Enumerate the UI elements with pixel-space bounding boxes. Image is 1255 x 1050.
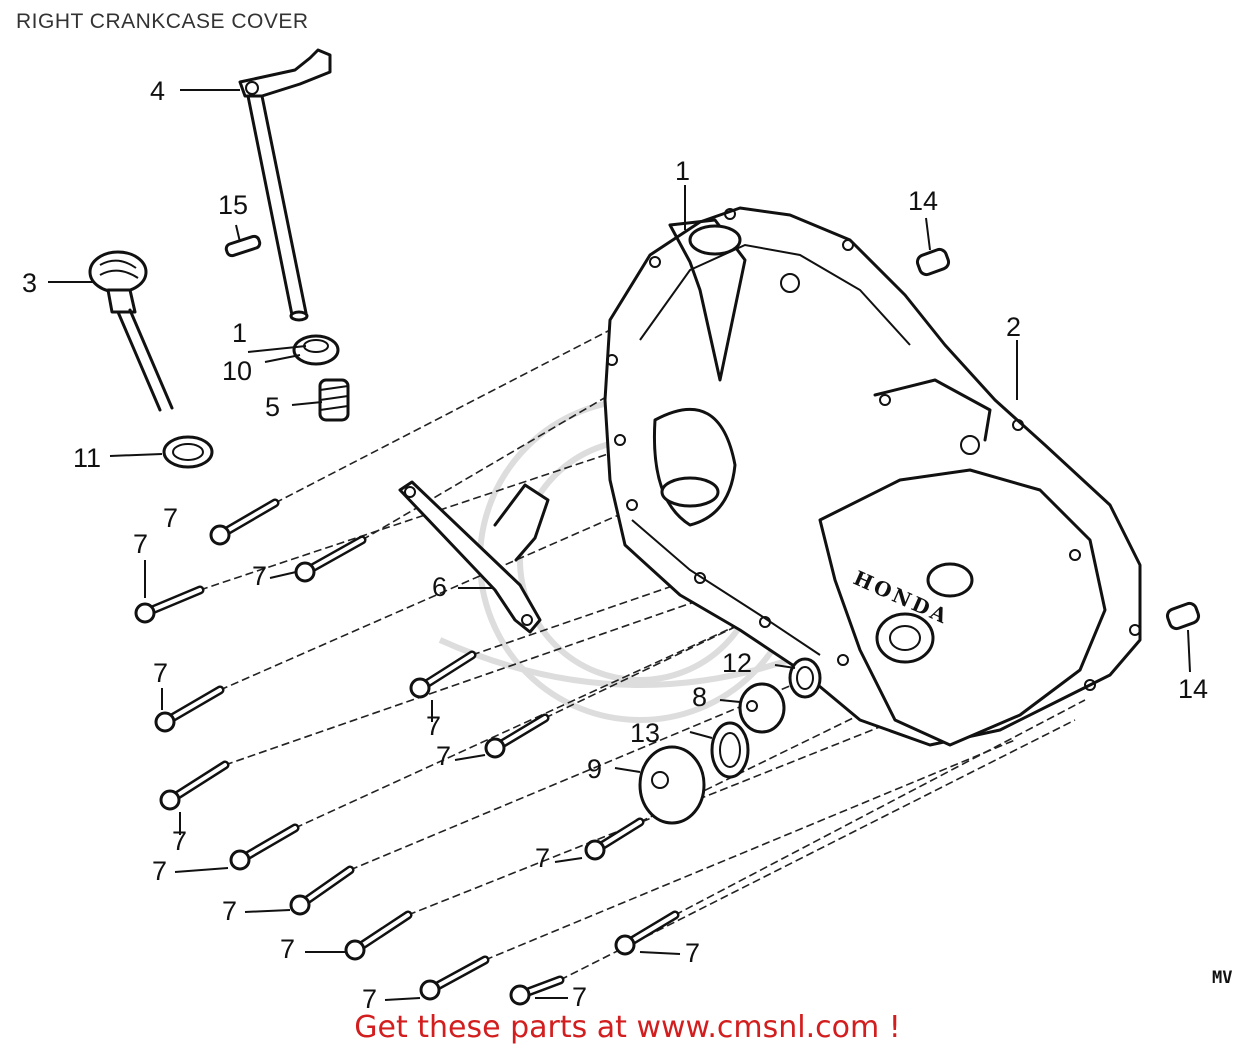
part-spring — [318, 378, 350, 422]
callout-8: 8 — [692, 682, 707, 712]
callout-14: 14 — [1178, 674, 1208, 704]
callout-7: 7 — [436, 741, 451, 771]
bolt — [229, 823, 300, 871]
part-pin — [224, 234, 262, 258]
callout-7: 7 — [152, 856, 167, 886]
callout-6: 6 — [432, 572, 447, 602]
bolt — [134, 585, 205, 624]
callout-5: 5 — [265, 392, 280, 422]
bolt-leader-line — [244, 909, 291, 913]
part-washer — [788, 657, 822, 699]
callout-1: 1 — [675, 156, 690, 186]
part-dowel — [915, 247, 1201, 631]
bolt — [209, 498, 280, 546]
bolt — [509, 975, 565, 1006]
bolt — [289, 865, 355, 916]
bolt-leader-line — [269, 571, 297, 579]
callout-7: 7 — [133, 529, 148, 559]
callout-3: 3 — [22, 268, 37, 298]
part-large-cap — [638, 745, 706, 825]
bolt — [584, 817, 645, 861]
callout-1: 1 — [232, 318, 247, 348]
bolt — [154, 685, 225, 733]
leader-lines — [48, 89, 1191, 773]
bolt — [294, 535, 367, 583]
part-cap-o-ring — [710, 721, 750, 779]
callout-9: 9 — [587, 754, 602, 784]
bolt-leader-line — [174, 867, 229, 873]
callout-15: 15 — [218, 190, 248, 220]
callout-12: 12 — [722, 648, 752, 678]
bolt — [614, 910, 680, 956]
diagram-code: MV — [1212, 968, 1233, 988]
part-dipstick — [88, 250, 174, 412]
callout-7: 7 — [685, 938, 700, 968]
part-crankcase-cover — [603, 206, 1142, 747]
callout-11: 11 — [73, 443, 101, 473]
callout-14: 14 — [908, 186, 938, 216]
bolts — [134, 498, 680, 1006]
callout-7: 7 — [572, 982, 587, 1012]
bolt-leader-line — [554, 857, 583, 863]
callout-7: 7 — [163, 503, 178, 533]
part-seal — [292, 334, 340, 366]
callout-7: 7 — [153, 658, 168, 688]
bolt-leader-line — [639, 951, 681, 955]
callout-7: 7 — [252, 561, 267, 591]
bolt — [419, 955, 490, 1001]
callout-4: 4 — [150, 76, 165, 106]
bolt-leader-line — [454, 754, 486, 761]
part-o-ring — [162, 435, 214, 469]
part-shaft — [238, 48, 332, 322]
bolt — [484, 713, 550, 759]
callouts: 1 1 2 3 4 5 6 7 8 9 10 11 12 13 14 14 15 — [22, 76, 1208, 784]
part-bracket — [398, 480, 550, 634]
callout-13: 13 — [630, 718, 660, 748]
bolt — [159, 760, 230, 811]
diagram-title: RIGHT CRANKCASE COVER — [16, 10, 309, 33]
promo-link-text[interactable]: Get these parts at www.cmsnl.com ! — [354, 1010, 901, 1045]
bolt — [344, 910, 413, 961]
callout-7: 7 — [172, 826, 187, 856]
callout-7: 7 — [280, 934, 295, 964]
bolt — [409, 650, 477, 699]
callout-7: 7 — [222, 896, 237, 926]
bolt-leader-line — [384, 997, 421, 1001]
part-small-cap — [738, 682, 786, 734]
callout-7: 7 — [535, 843, 550, 873]
callout-2: 2 — [1006, 312, 1021, 342]
callout-7: 7 — [426, 711, 441, 741]
callout-7: 7 — [362, 984, 377, 1014]
callout-10: 10 — [222, 356, 252, 386]
